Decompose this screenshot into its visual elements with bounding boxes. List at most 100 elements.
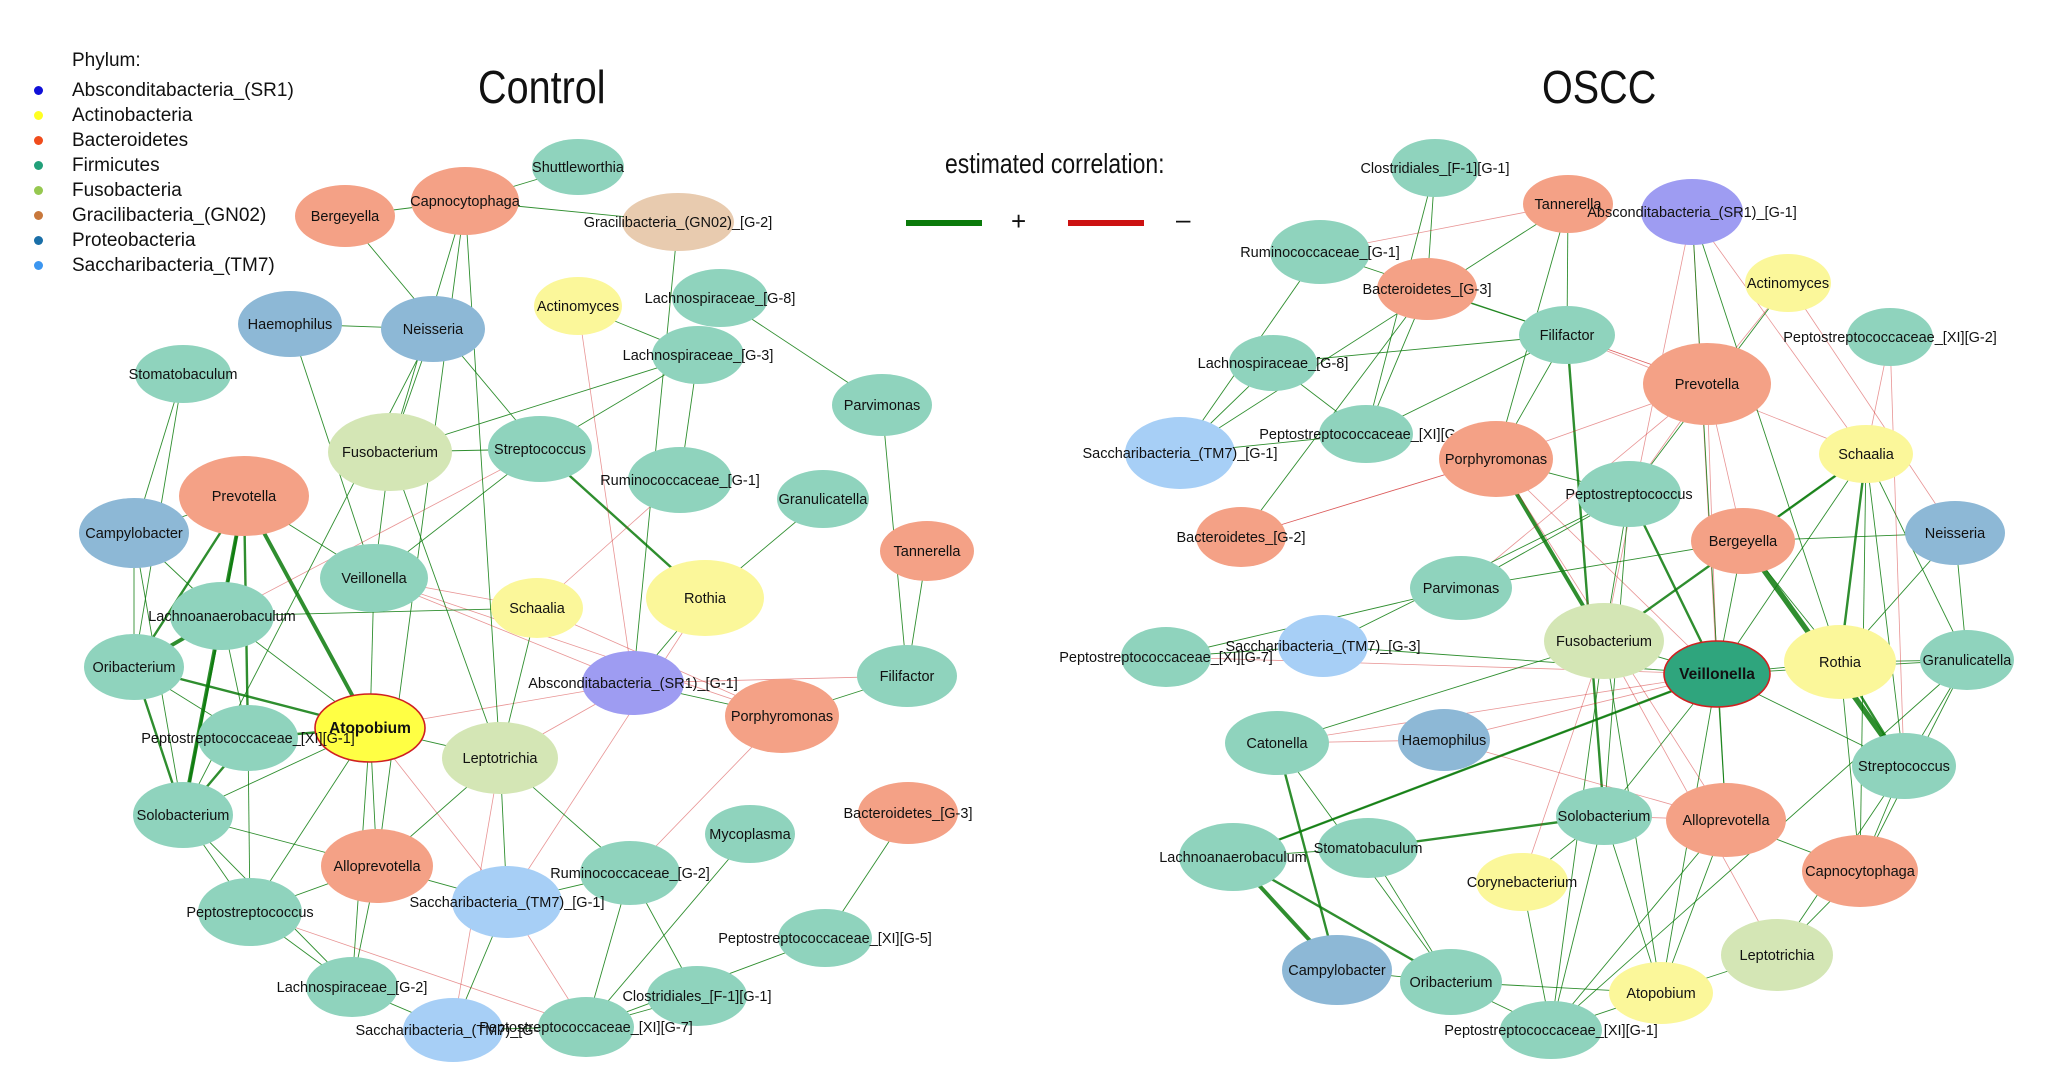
network-node[interactable]: Atopobium: [1609, 962, 1713, 1024]
network-node[interactable]: Bacteroidetes_[G-2]: [1177, 507, 1306, 567]
negative-correlation-edge: [506, 597, 706, 903]
node-label: Peptostreptococcaceae_[XI][G-7]: [1059, 650, 1273, 666]
network-node[interactable]: Bergeyella: [295, 185, 395, 247]
network-node[interactable]: Lachnoanaerobaculum: [1159, 823, 1307, 891]
network-node[interactable]: Porphyromonas: [725, 679, 839, 753]
network-node[interactable]: Ruminococcaceae_[G-2]: [550, 841, 710, 905]
network-node[interactable]: Gracilibacteria_(GN02)_[G-2]: [584, 193, 773, 251]
network-node[interactable]: Saccharibacteria_(TM7)_[G-1]: [1082, 417, 1278, 489]
node-label: Granulicatella: [779, 492, 869, 508]
network-node[interactable]: Corynebacterium: [1467, 853, 1577, 911]
network-node[interactable]: Bacteroidetes_[G-3]: [844, 782, 973, 844]
network-node[interactable]: Bacteroidetes_[G-3]: [1363, 258, 1492, 320]
network-node[interactable]: Parvimonas: [1410, 556, 1512, 620]
network-node[interactable]: Prevotella: [1643, 343, 1771, 425]
network-node[interactable]: Lachnospiraceae_[G-2]: [277, 957, 428, 1017]
network-node[interactable]: Oribacterium: [1400, 949, 1502, 1015]
network-node[interactable]: Shuttleworthia: [532, 139, 625, 195]
network-node[interactable]: Peptostreptococcaceae_[XI][G-7]: [1059, 627, 1273, 687]
network-node[interactable]: Oribacterium: [84, 634, 184, 700]
network-node[interactable]: Absconditabacteria_(SR1)_[G-1]: [528, 651, 738, 715]
network-node[interactable]: Leptotrichia: [1721, 919, 1833, 991]
network-node[interactable]: Clostridiales_[F-1][G-1]: [622, 966, 772, 1026]
network-node[interactable]: Leptotrichia: [442, 722, 558, 794]
node-ellipse: [321, 829, 433, 903]
network-node[interactable]: Neisseria: [1905, 501, 2005, 565]
node-label: Bacteroidetes_[G-2]: [1177, 530, 1306, 546]
network-node[interactable]: Filifactor: [1519, 306, 1615, 364]
network-node[interactable]: Haemophilus: [1398, 709, 1490, 771]
network-node[interactable]: Saccharibacteria_(TM7)_[G-3]: [355, 998, 551, 1062]
network-node[interactable]: Saccharibacteria_(TM7)_[G-3]: [1225, 615, 1421, 677]
network-node[interactable]: Alloprevotella: [321, 829, 433, 903]
network-node[interactable]: Rothia: [1784, 625, 1896, 699]
network-node[interactable]: Peptostreptococcaceae_[XI][G-7]: [479, 997, 693, 1057]
legend-dot: [34, 236, 43, 245]
network-node[interactable]: Fusobacterium: [328, 413, 452, 491]
network-node[interactable]: Schaalia: [491, 578, 583, 638]
network-node[interactable]: Campylobacter: [1282, 935, 1392, 1005]
network-node[interactable]: Rothia: [646, 560, 764, 636]
network-node[interactable]: Mycoplasma: [705, 805, 795, 863]
network-node[interactable]: Clostridiales_[F-1][G-1]: [1360, 139, 1510, 197]
network-node[interactable]: Granulicatella: [777, 470, 869, 528]
network-node[interactable]: Campylobacter: [79, 498, 189, 568]
network-node[interactable]: Haemophilus: [238, 291, 342, 357]
network-node[interactable]: Alloprevotella: [1666, 783, 1786, 857]
network-node[interactable]: Filifactor: [857, 645, 957, 707]
network-node[interactable]: Schaalia: [1819, 425, 1913, 483]
network-node[interactable]: Peptostreptococcaceae_[XI][G-2]: [1783, 308, 1997, 366]
network-node[interactable]: Veillonella: [320, 544, 428, 612]
network-node[interactable]: Streptococcus: [1852, 733, 1956, 799]
network-node[interactable]: Ruminococcaceae_[G-1]: [1240, 220, 1400, 284]
network-node[interactable]: Actinomyces: [534, 277, 622, 335]
network-node[interactable]: Solobacterium: [133, 782, 233, 848]
network-node[interactable]: Parvimonas: [832, 374, 932, 436]
network-node[interactable]: Porphyromonas: [1439, 421, 1553, 497]
network-node[interactable]: Peptostreptococcaceae_[XI][G-5]: [1259, 405, 1473, 463]
negative-correlation-edge: [577, 305, 634, 684]
network-node[interactable]: Veillonella: [1663, 640, 1771, 708]
network-node[interactable]: Peptostreptococcaceae_[XI][G-1]: [141, 705, 355, 771]
network-node[interactable]: Tannerella: [1523, 175, 1613, 233]
node-label: Stomatobaculum: [129, 367, 238, 383]
network-node[interactable]: Streptococcus: [488, 416, 592, 482]
network-node[interactable]: Granulicatella: [1920, 630, 2014, 690]
network-node[interactable]: Lachnospiraceae_[G-8]: [645, 269, 796, 327]
network-node[interactable]: Fusobacterium: [1544, 603, 1664, 679]
legend-label: Saccharibacteria_(TM7): [72, 254, 275, 276]
network-node[interactable]: Absconditabacteria_(SR1)_[G-1]: [1587, 179, 1797, 245]
node-label: Corynebacterium: [1467, 875, 1577, 891]
network-node[interactable]: Lachnoanaerobaculum: [148, 582, 296, 650]
network-node[interactable]: Stomatobaculum: [129, 345, 238, 403]
network-node[interactable]: Stomatobaculum: [1314, 818, 1423, 878]
node-label: Neisseria: [1925, 526, 1986, 542]
node-ellipse: [777, 470, 869, 528]
node-ellipse: [622, 193, 734, 251]
node-ellipse: [1319, 405, 1413, 463]
network-node[interactable]: Peptostreptococcus: [1565, 461, 1693, 527]
network-node[interactable]: Capnocytophaga: [1802, 835, 1918, 907]
network-node[interactable]: Tannerella: [880, 521, 974, 581]
network-node[interactable]: Peptostreptococcaceae_[XI][G-5]: [718, 909, 932, 967]
network-node[interactable]: Solobacterium: [1556, 787, 1652, 845]
node-label: Bacteroidetes_[G-3]: [1363, 282, 1492, 298]
network-node[interactable]: Catonella: [1225, 711, 1329, 775]
network-node[interactable]: Ruminococcaceae_[G-1]: [600, 447, 760, 513]
legend-label: Actinobacteria: [72, 104, 193, 126]
network-node[interactable]: Bergeyella: [1691, 508, 1795, 574]
node-ellipse: [1905, 501, 2005, 565]
network-node[interactable]: Peptostreptococcaceae_[XI][G-1]: [1444, 1001, 1658, 1059]
node-ellipse: [1544, 603, 1664, 679]
network-node[interactable]: Capnocytophaga: [410, 167, 521, 235]
node-label: Schaalia: [509, 601, 566, 617]
node-label: Gracilibacteria_(GN02)_[G-2]: [584, 215, 773, 231]
network-node[interactable]: Actinomyces: [1745, 254, 1831, 312]
network-node[interactable]: Atopobium: [314, 693, 426, 763]
network-node[interactable]: Peptostreptococcus: [186, 878, 314, 946]
network-node[interactable]: Prevotella: [179, 456, 309, 536]
network-node[interactable]: Neisseria: [381, 296, 485, 362]
network-node[interactable]: Lachnospiraceae_[G-8]: [1198, 335, 1349, 391]
network-node[interactable]: Saccharibacteria_(TM7)_[G-1]: [409, 866, 605, 938]
network-node[interactable]: Lachnospiraceae_[G-3]: [623, 326, 774, 384]
